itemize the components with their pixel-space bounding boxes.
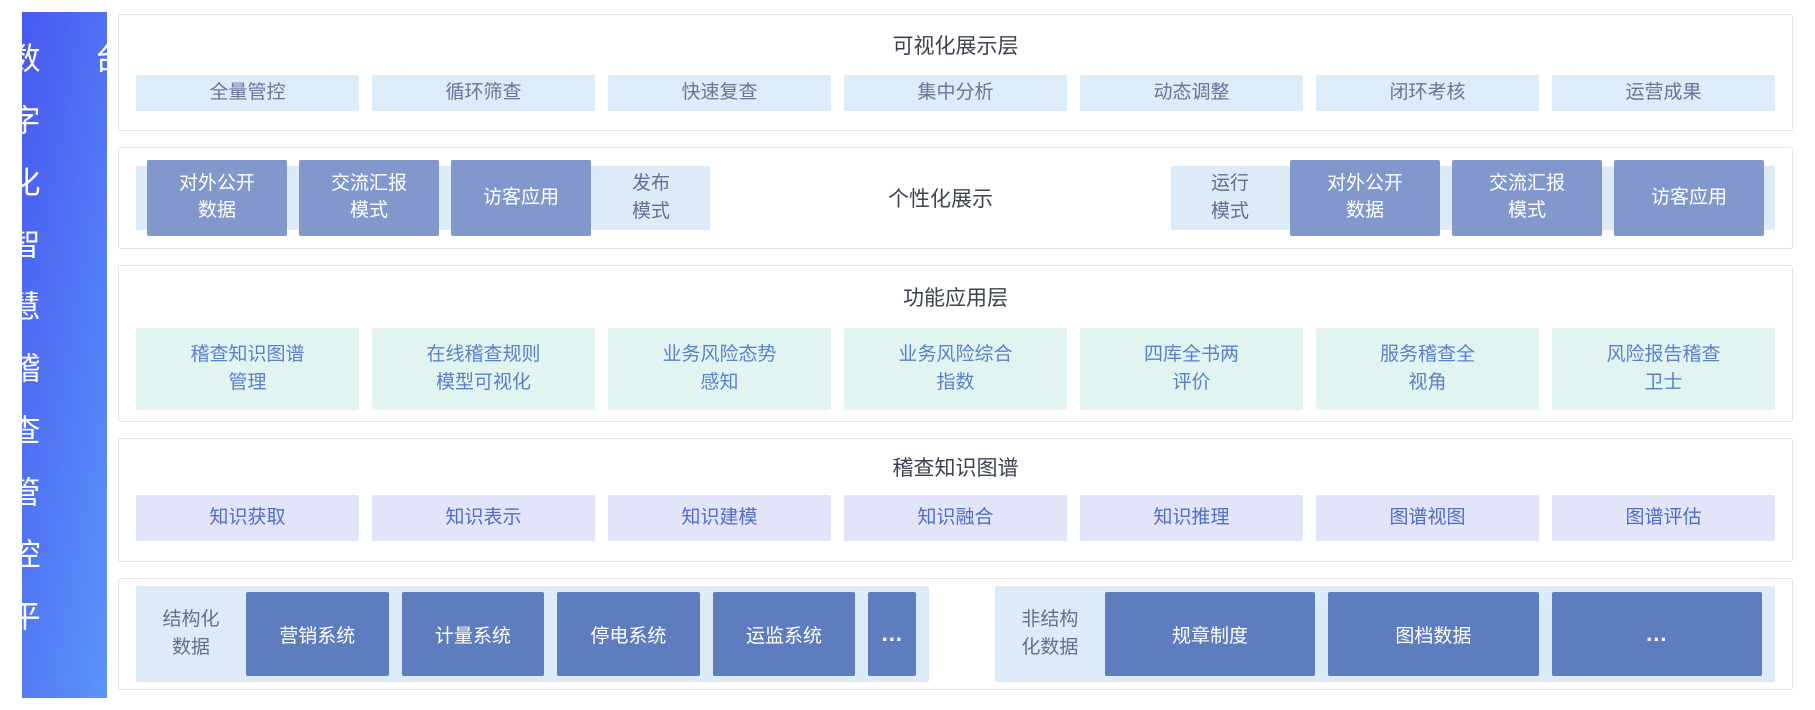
function-item-knowledge-graph-mgmt: 稽查知识图谱 管理 bbox=[136, 328, 359, 410]
publish-mode-label: 发布 模式 bbox=[631, 173, 670, 222]
knowledge-item-fusion: 知识融合 bbox=[844, 495, 1067, 541]
visualization-item-kuaisu: 快速复查 bbox=[608, 75, 831, 111]
knowledge-item-graph-view: 图谱视图 bbox=[1316, 495, 1539, 541]
function-layer-items: 稽查知识图谱 管理 在线稽查规则 模型可视化 业务风险态势 感知 业务风险综合 … bbox=[119, 328, 1792, 410]
knowledge-graph-title: 稽查知识图谱 bbox=[892, 457, 1019, 480]
function-item-service-inspection: 服务稽查全 视角 bbox=[1316, 328, 1539, 410]
function-item-risk-report-guard: 风险报告稽查 卫士 bbox=[1552, 328, 1775, 410]
visualization-layer-title: 可视化展示层 bbox=[892, 35, 1019, 58]
visualization-item-yunying: 运营成果 bbox=[1552, 75, 1775, 111]
publish-mode-item-public-data: 对外公开 数据 bbox=[147, 160, 287, 236]
knowledge-item-reasoning: 知识推理 bbox=[1080, 495, 1303, 541]
knowledge-item-acquisition: 知识获取 bbox=[136, 495, 359, 541]
publish-mode-item-visitor-app: 访客应用 bbox=[451, 160, 591, 236]
publish-mode-group: 对外公开 数据 交流汇报 模式 访客应用 发布 模式 bbox=[136, 160, 710, 236]
visualization-layer-panel: 可视化展示层 全量管控 循环筛查 快速复查 集中分析 动态调整 闭环考核 运营成… bbox=[118, 14, 1793, 131]
unstructured-data-label: 非结构 化数据 bbox=[1021, 609, 1079, 658]
structured-data-group: 结构化 数据 营销系统 计量系统 停电系统 运监系统 ... bbox=[136, 586, 930, 682]
knowledge-item-graph-evaluation: 图谱评估 bbox=[1552, 495, 1775, 541]
run-mode-item-visitor-app: 访客应用 bbox=[1614, 160, 1764, 236]
visualization-item-jizhong: 集中分析 bbox=[844, 75, 1067, 111]
data-source-panel: 结构化 数据 营销系统 计量系统 停电系统 运监系统 ... 非结构 化数据 规… bbox=[118, 578, 1793, 690]
unstructured-item-rules-regulations: 规章制度 bbox=[1104, 592, 1316, 676]
function-item-online-rule-model: 在线稽查规则 模型可视化 bbox=[372, 328, 595, 410]
structured-item-marketing-system: 营销系统 bbox=[246, 592, 389, 676]
function-item-risk-situation: 业务风险态势 感知 bbox=[608, 328, 831, 410]
function-item-risk-index: 业务风险综合 指数 bbox=[844, 328, 1067, 410]
visualization-item-quanliang: 全量管控 bbox=[136, 75, 359, 111]
run-mode-item-exchange-report: 交流汇报 模式 bbox=[1452, 160, 1602, 236]
structured-item-more: ... bbox=[868, 592, 917, 676]
structured-item-outage-system: 停电系统 bbox=[557, 592, 700, 676]
visualization-item-dongtai: 动态调整 bbox=[1080, 75, 1303, 111]
run-mode-group: 运行 模式 对外公开 数据 交流汇报 模式 访客应用 bbox=[1171, 160, 1775, 236]
function-layer-title: 功能应用层 bbox=[903, 287, 1008, 310]
unstructured-item-drawing-archive-data: 图档数据 bbox=[1328, 592, 1539, 676]
run-mode-item-public-data: 对外公开 数据 bbox=[1290, 160, 1440, 236]
visualization-item-xunhuan: 循环筛查 bbox=[372, 75, 595, 111]
run-mode-label: 运行 模式 bbox=[1210, 173, 1249, 222]
knowledge-item-modeling: 知识建模 bbox=[608, 495, 831, 541]
unstructured-data-group: 非结构 化数据 规章制度 图档数据 ... bbox=[994, 586, 1775, 682]
knowledge-graph-items: 知识获取 知识表示 知识建模 知识融合 知识推理 图谱视图 图谱评估 bbox=[119, 495, 1792, 541]
unstructured-item-more: ... bbox=[1551, 592, 1763, 676]
function-layer-panel: 功能应用层 稽查知识图谱 管理 在线稽查规则 模型可视化 业务风险态势 感知 业… bbox=[118, 265, 1793, 422]
visualization-layer-items: 全量管控 循环筛查 快速复查 集中分析 动态调整 闭环考核 运营成果 bbox=[119, 75, 1792, 111]
personalized-display-label: 个性化展示 bbox=[888, 188, 993, 211]
structured-item-operation-monitor-system: 运监系统 bbox=[712, 592, 856, 676]
visualization-item-bihuan: 闭环考核 bbox=[1316, 75, 1539, 111]
platform-title-bar: 数字化智慧稽查管控平台 bbox=[5, 12, 125, 698]
publish-mode-item-exchange-report: 交流汇报 模式 bbox=[299, 160, 439, 236]
display-mode-panel: 对外公开 数据 交流汇报 模式 访客应用 发布 模式 个性化展示 运行 模式 对… bbox=[118, 147, 1793, 249]
function-item-siku-evaluation: 四库全书两 评价 bbox=[1080, 328, 1303, 410]
structured-data-label: 结构化 数据 bbox=[162, 609, 220, 658]
structured-item-metering-system: 计量系统 bbox=[401, 592, 545, 676]
knowledge-item-representation: 知识表示 bbox=[372, 495, 595, 541]
layers-column: 可视化展示层 全量管控 循环筛查 快速复查 集中分析 动态调整 闭环考核 运营成… bbox=[118, 14, 1793, 706]
knowledge-graph-panel: 稽查知识图谱 知识获取 知识表示 知识建模 知识融合 知识推理 图谱视图 图谱评… bbox=[118, 438, 1793, 562]
